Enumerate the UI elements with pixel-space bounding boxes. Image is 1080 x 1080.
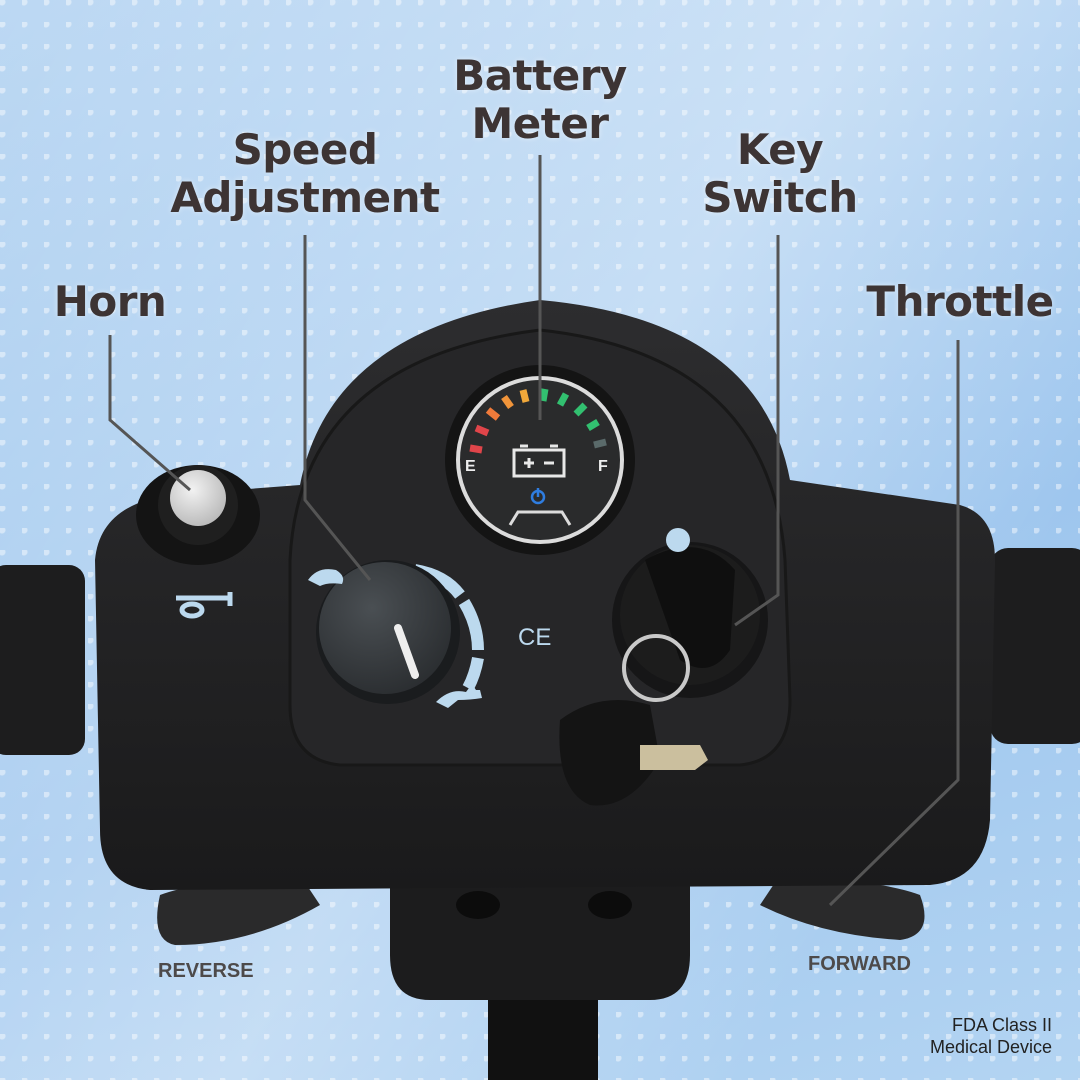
throttle-label: Throttle <box>866 277 1054 326</box>
battery-gauge <box>445 365 635 555</box>
key-label-line1: Key <box>736 125 824 174</box>
key-switch-label: Key Switch <box>690 126 870 222</box>
key-switch <box>559 542 768 806</box>
horn-icon <box>176 592 233 619</box>
battery-meter-label-line2: Meter <box>471 99 609 148</box>
reverse-label: REVERSE <box>158 960 254 982</box>
gauge-full-label: F <box>598 458 608 475</box>
speed-label-line2: Adjustment <box>170 173 440 222</box>
ce-mark: CE <box>518 624 552 651</box>
fda-classification: FDA Class II Medical Device <box>880 1014 1052 1058</box>
key-label-line2: Switch <box>702 173 858 222</box>
gauge-segments <box>469 388 607 454</box>
turtle-icon <box>308 569 344 586</box>
callout-leader-lines <box>108 155 960 907</box>
fda-line1: FDA Class II <box>951 1015 1052 1035</box>
gauge-empty-label: E <box>465 458 476 475</box>
speed-adjustment-knob <box>316 560 460 704</box>
speed-label-line1: Speed <box>232 125 378 174</box>
battery-icon <box>512 444 566 478</box>
fda-line2: Medical Device <box>929 1037 1052 1057</box>
left-handgrip <box>0 565 85 755</box>
battery-meter-label: Battery Meter <box>440 52 640 148</box>
battery-meter-label-line1: Battery <box>453 51 627 100</box>
horn-label: Horn <box>53 277 167 326</box>
forward-lever <box>760 875 925 940</box>
speed-adjustment-label: Speed Adjustment <box>160 126 450 222</box>
reverse-lever <box>157 875 320 945</box>
horn-button <box>136 465 260 565</box>
forward-label: FORWARD <box>808 953 911 975</box>
rabbit-icon <box>436 684 482 708</box>
right-handgrip <box>990 548 1080 744</box>
